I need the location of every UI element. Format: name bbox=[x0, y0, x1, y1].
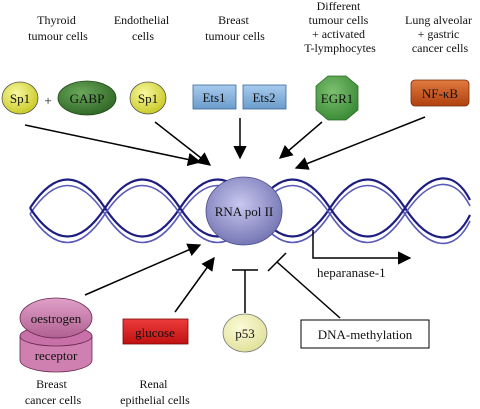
label-endothelial: Endothelial cells bbox=[114, 13, 172, 43]
gabp-factor bbox=[57, 80, 117, 116]
arrow-sp1-endothelial bbox=[154, 121, 212, 166]
label-tumour-t-lymphocytes: Different tumour cells + activated T-lym… bbox=[304, 0, 376, 55]
dna-methylation-box bbox=[300, 319, 430, 349]
gabp-label: GABP bbox=[70, 91, 105, 106]
ets2-factor bbox=[242, 84, 287, 110]
p53-factor bbox=[222, 313, 268, 353]
label-lung-gastric: Lung alveolar + gastric cancer cells bbox=[405, 13, 475, 55]
receptor-label: receptor bbox=[35, 348, 78, 363]
label-breast-tumour: Breast tumour cells bbox=[205, 13, 265, 43]
inhibition-methylation-bar bbox=[267, 252, 287, 272]
ets2-label: Ets2 bbox=[252, 90, 275, 105]
sp1-factor-left bbox=[1, 81, 39, 115]
plus-sign: + bbox=[44, 93, 51, 108]
oestrogen-ellipse bbox=[19, 297, 93, 339]
nfkb-label: NF-κB bbox=[422, 86, 458, 101]
transcription-start-arrow bbox=[312, 230, 412, 265]
arrow-oestrogen bbox=[84, 243, 202, 296]
arrow-nfkb bbox=[294, 116, 426, 170]
glucose-factor bbox=[122, 318, 189, 345]
label-breast-cancer: Breast cancer cells bbox=[25, 377, 82, 407]
heparanase-1-label: heparanase-1 bbox=[317, 265, 386, 280]
ets1-factor bbox=[192, 84, 237, 110]
label-renal: Renal epithelial cells bbox=[120, 377, 190, 407]
ets1-label: Ets1 bbox=[202, 90, 225, 105]
activation-arrows-top bbox=[24, 116, 426, 170]
arrow-glucose bbox=[174, 256, 215, 313]
arrow-sp1-gabp bbox=[24, 124, 202, 167]
sp1-factor-mid bbox=[129, 81, 167, 115]
oestrogen-receptor-group: oestrogen receptor bbox=[19, 297, 93, 373]
sp1-mid-label: Sp1 bbox=[138, 91, 158, 106]
arrow-egr1 bbox=[278, 121, 323, 159]
glucose-label: glucose bbox=[135, 325, 175, 340]
sp1-left-label: Sp1 bbox=[10, 91, 30, 106]
egr1-factor bbox=[315, 75, 359, 121]
oestrogen-label: oestrogen bbox=[31, 311, 82, 326]
rna-pol-ii-node bbox=[205, 176, 283, 246]
egr1-label: EGR1 bbox=[321, 91, 354, 106]
label-thyroid: Thyroid tumour cells bbox=[28, 13, 88, 43]
inhibition-methylation bbox=[276, 261, 341, 319]
regulation-arrows-bottom bbox=[84, 243, 341, 319]
rna-pol-ii-label: RNA pol II bbox=[215, 204, 274, 219]
dna-methylation-label: DNA-methylation bbox=[318, 327, 413, 342]
nfkb-factor bbox=[410, 79, 470, 107]
p53-label: p53 bbox=[235, 326, 255, 341]
